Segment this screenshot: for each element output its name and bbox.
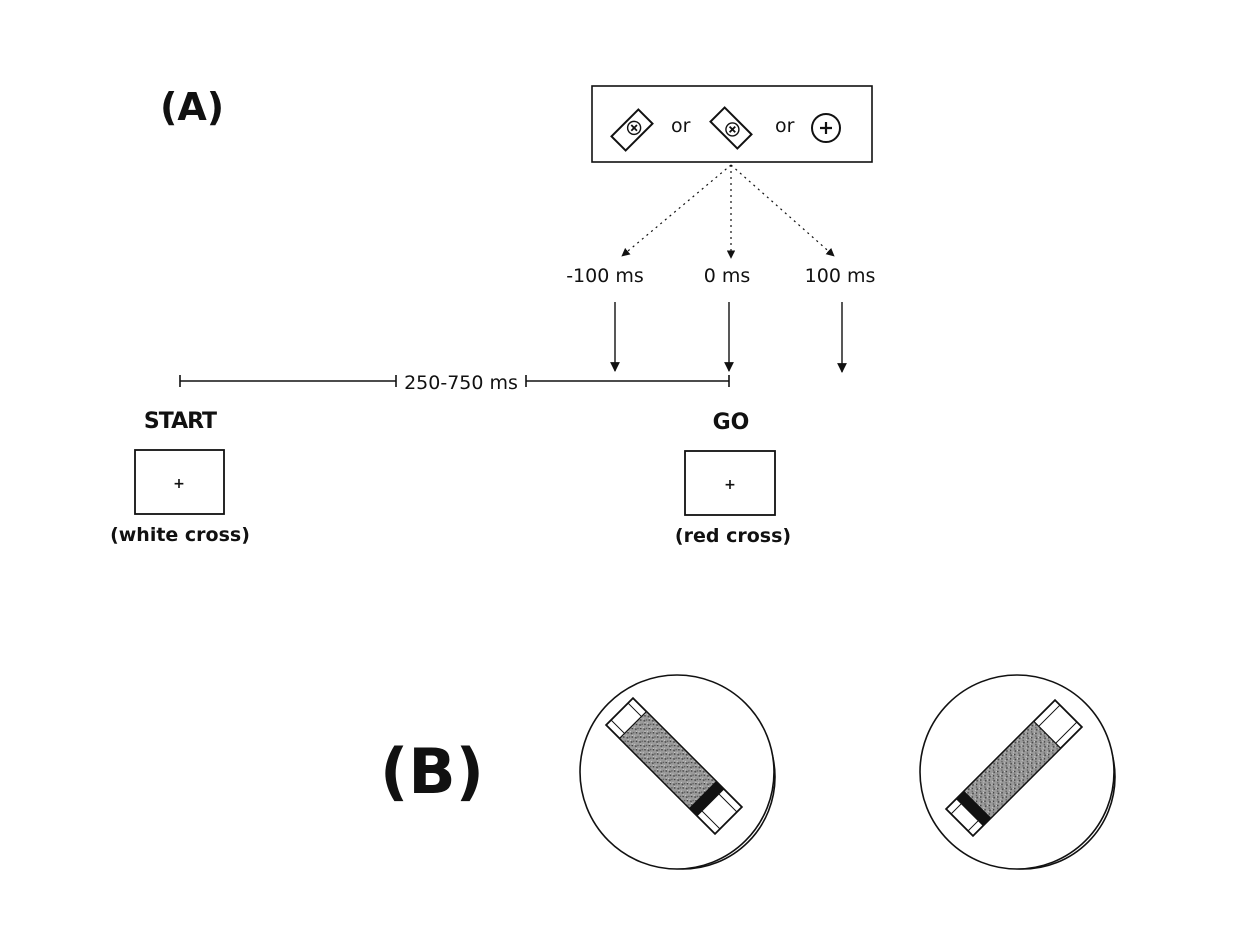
panel-a-label: (A) [160, 85, 224, 129]
tilted-bar-right-icon [709, 106, 753, 150]
dotted-arrow-right [730, 164, 835, 257]
bar-object-right [944, 698, 1084, 838]
go-screen [684, 450, 776, 516]
timeline [179, 375, 730, 387]
offset-label-0: 0 ms [704, 265, 751, 287]
or-text-2: or [775, 115, 795, 137]
go-cross: + [724, 477, 736, 493]
dotted-arrows [621, 164, 835, 259]
circled-cross-icon [811, 113, 841, 143]
stimulus-options-box: or or [591, 85, 873, 163]
start-cross: + [173, 476, 185, 492]
interval-label: 250-750 ms [404, 372, 518, 394]
disc-right [919, 674, 1116, 870]
dotted-arrow-left [621, 164, 732, 257]
offset-label-minus100: -100 ms [566, 265, 644, 287]
disc-left [579, 674, 776, 870]
start-title: START [144, 409, 217, 434]
start-screen [134, 449, 225, 515]
go-title: GO [713, 410, 750, 435]
tilted-bar-left-icon [610, 108, 654, 152]
or-text-1: or [671, 115, 691, 137]
offset-label-100: 100 ms [805, 265, 876, 287]
start-caption: (white cross) [110, 524, 250, 546]
go-caption: (red cross) [675, 525, 791, 547]
bar-object-left [604, 696, 744, 836]
solid-arrows [610, 302, 847, 373]
panel-b-label: (B) [380, 735, 484, 808]
